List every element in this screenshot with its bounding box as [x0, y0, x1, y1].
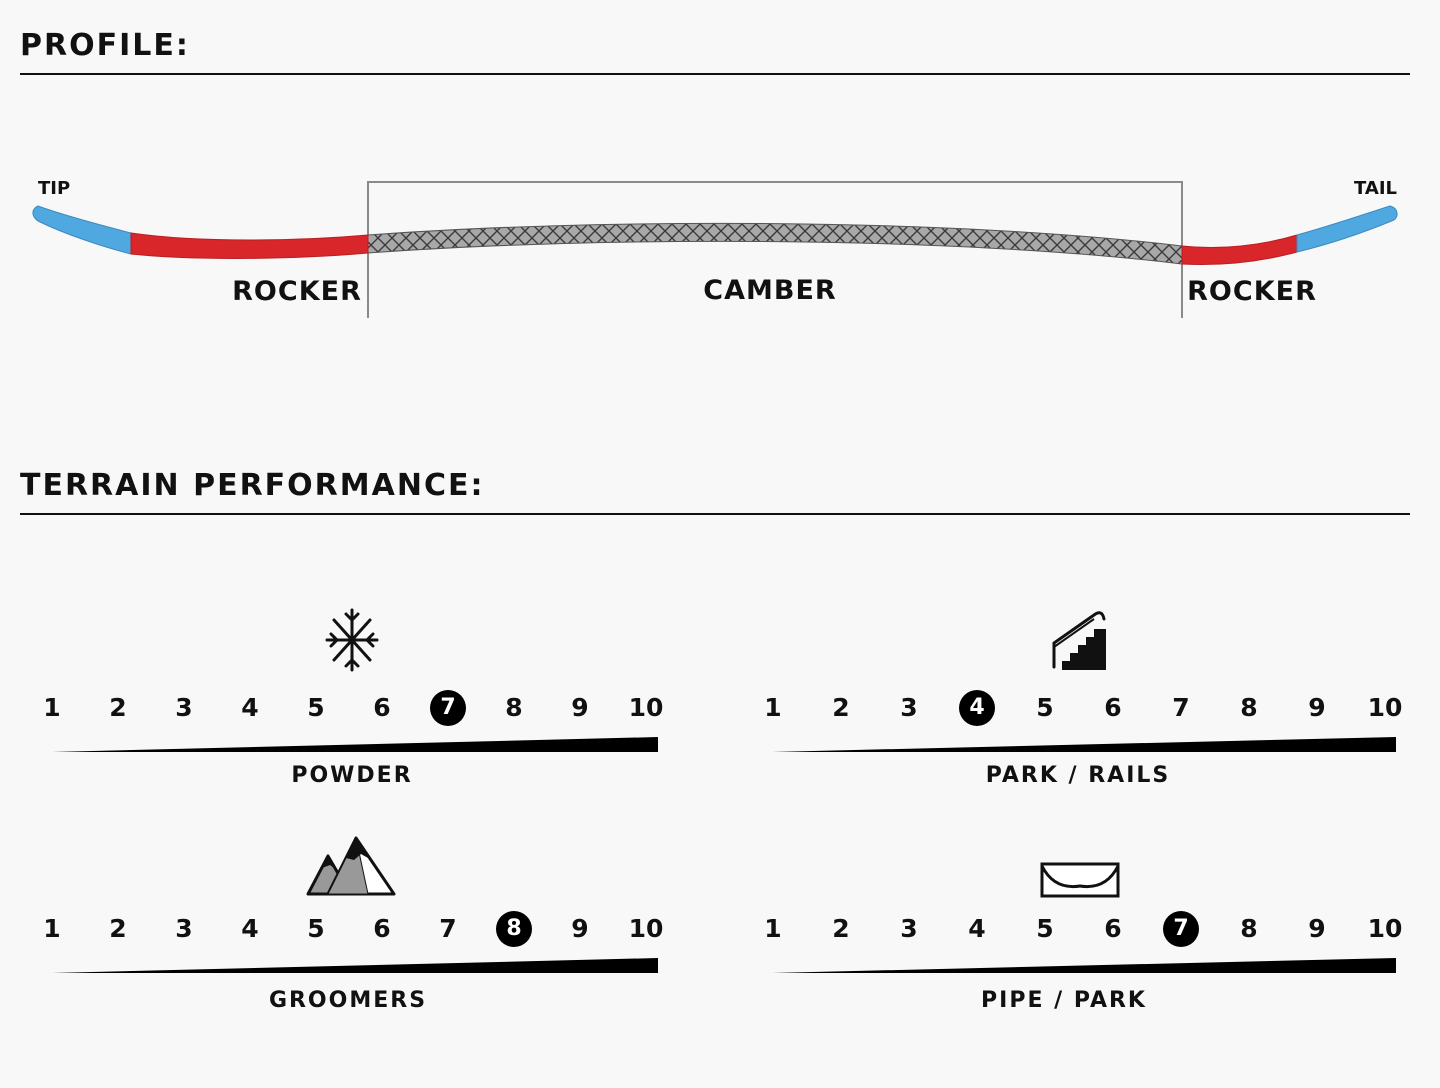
rating-powder: 1 2 3 4 5 6 7 8 9 10 POWDER — [32, 605, 672, 795]
rating-value-marker: 4 — [959, 690, 995, 726]
rating-label: GROOMERS — [268, 988, 428, 1013]
rating-tick: 1 — [43, 914, 61, 943]
rating-tick: 9 — [571, 914, 589, 943]
rating-tick: 5 — [1036, 914, 1054, 943]
rating-label: PIPE / PARK — [981, 988, 1147, 1013]
rating-tick: 2 — [832, 914, 850, 943]
snowflake-icon — [325, 608, 379, 672]
rocker-tail-label: ROCKER — [1187, 276, 1317, 307]
rating-label: PARK / RAILS — [985, 763, 1171, 788]
rating-tick: 7 — [1172, 693, 1190, 722]
terrain-title: TERRAIN PERFORMANCE: — [20, 468, 485, 503]
board-profile-diagram: TIP TAIL ROCKER CAMBER ROCKER — [32, 178, 1398, 318]
rating-tick: 6 — [373, 693, 391, 722]
rating-tick: 4 — [241, 693, 259, 722]
rating-groomers: 1 2 3 4 5 6 7 8 9 10 GROOMERS — [32, 826, 672, 1016]
rating-tick: 4 — [968, 914, 986, 943]
rating-tick: 5 — [1036, 693, 1054, 722]
rocker-tip-section — [130, 232, 369, 259]
rating-tick: 9 — [571, 693, 589, 722]
rating-wedge — [52, 958, 658, 973]
rating-wedge — [52, 737, 658, 752]
rating-value-marker: 8 — [496, 911, 532, 947]
camber-label: CAMBER — [703, 275, 836, 306]
rating-tick: 10 — [1367, 693, 1403, 722]
rating-scale: 1 2 3 4 5 6 7 8 9 10 — [32, 690, 672, 730]
rocker-tip-label: ROCKER — [232, 276, 362, 307]
rating-tick: 6 — [1104, 914, 1122, 943]
rating-tick: 7 — [439, 914, 457, 943]
mountains-icon — [306, 836, 396, 896]
profile-title: PROFILE: — [20, 28, 190, 63]
rocker-tail-section — [1181, 234, 1298, 265]
rating-tick: 10 — [1367, 914, 1403, 943]
tail-label: TAIL — [1354, 178, 1397, 199]
rating-tick: 10 — [628, 693, 664, 722]
rating-value-marker: 7 — [1163, 911, 1199, 947]
rating-tick: 6 — [1104, 693, 1122, 722]
rating-tick: 2 — [832, 693, 850, 722]
rating-label: POWDER — [291, 763, 413, 788]
tip-label: TIP — [38, 178, 70, 199]
rating-tick: 3 — [175, 693, 193, 722]
camber-section — [367, 222, 1183, 265]
rating-wedge — [772, 958, 1396, 973]
rating-tick: 5 — [307, 914, 325, 943]
rating-scale: 1 2 3 4 5 6 7 8 9 10 — [760, 690, 1403, 730]
terrain-divider — [20, 513, 1410, 515]
profile-divider — [20, 73, 1410, 75]
rating-tick: 1 — [764, 693, 782, 722]
rating-tick: 10 — [628, 914, 664, 943]
rating-pipe-park: 1 2 3 4 5 6 7 8 9 10 PIPE / PARK — [760, 826, 1403, 1016]
rating-tick: 6 — [373, 914, 391, 943]
rating-tick: 4 — [241, 914, 259, 943]
rating-scale: 1 2 3 4 5 6 7 8 9 10 — [760, 911, 1403, 951]
rating-tick: 5 — [307, 693, 325, 722]
rating-tick: 3 — [900, 914, 918, 943]
tip-section — [32, 205, 132, 255]
rating-tick: 9 — [1308, 914, 1326, 943]
rating-scale: 1 2 3 4 5 6 7 8 9 10 — [32, 911, 672, 951]
rating-tick: 8 — [1240, 914, 1258, 943]
stairs-rail-icon — [1052, 611, 1106, 670]
rating-tick: 1 — [764, 914, 782, 943]
rating-value-marker: 7 — [430, 690, 466, 726]
rating-tick: 3 — [900, 693, 918, 722]
rating-tick: 1 — [43, 693, 61, 722]
halfpipe-icon — [1040, 862, 1120, 898]
rating-tick: 8 — [1240, 693, 1258, 722]
rating-tick: 2 — [109, 693, 127, 722]
rating-tick: 3 — [175, 914, 193, 943]
rating-park-rails: 1 2 3 4 5 6 7 8 9 10 PARK / RAILS — [760, 605, 1403, 795]
rating-wedge — [772, 737, 1396, 752]
rating-tick: 9 — [1308, 693, 1326, 722]
rating-tick: 8 — [505, 693, 523, 722]
tail-section — [1296, 205, 1398, 253]
rating-tick: 2 — [109, 914, 127, 943]
